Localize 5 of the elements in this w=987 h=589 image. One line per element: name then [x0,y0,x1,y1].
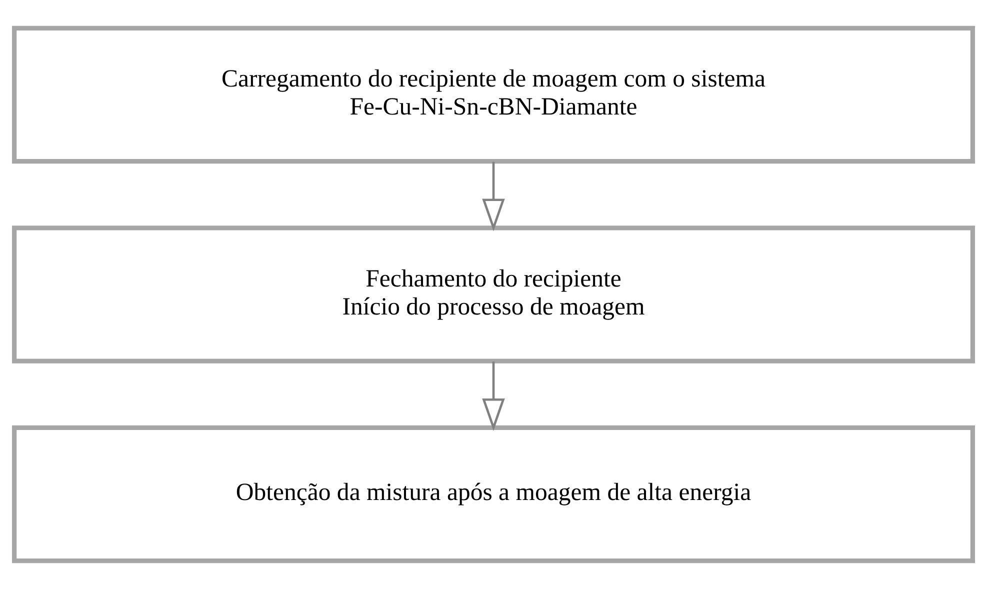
node-box: Carregamento do recipiente de moagem com o sistema Fe-Cu-Ni-Sn-cBN-Diamante [12,26,976,164]
arrow [482,362,505,432]
arrow [482,162,505,232]
node-box: Fechamento do recipiente Início do processo de moagem [12,226,976,364]
node-box: Obtenção da mistura após a moagem de alta energia [12,425,976,564]
